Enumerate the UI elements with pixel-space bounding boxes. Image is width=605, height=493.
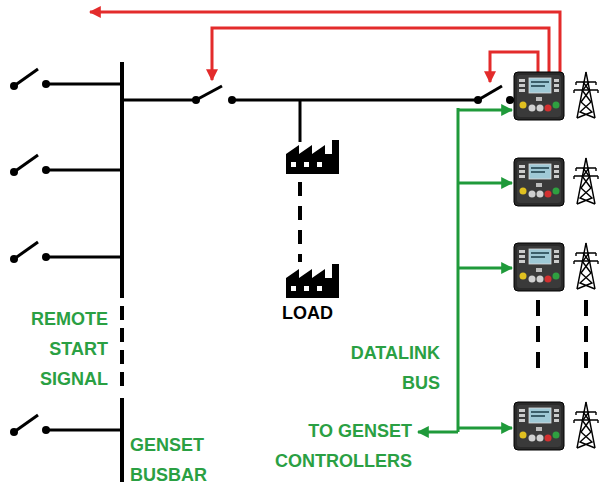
load-label: LOAD [282, 298, 333, 328]
genset-busbar [120, 62, 124, 482]
busbar-label: GENSET BUSBAR [130, 430, 207, 490]
bus-label: DATALINK BUS [351, 338, 440, 398]
control-signal [90, 12, 560, 82]
signal-label: REMOTE START SIGNAL [31, 304, 108, 394]
main-line [122, 86, 514, 142]
mains-pylon [574, 72, 598, 448]
controllers-label: TO GENSET CONTROLLERS [237, 416, 412, 476]
load-symbol [286, 140, 339, 298]
genset-breaker [10, 69, 122, 436]
controller [514, 72, 564, 450]
